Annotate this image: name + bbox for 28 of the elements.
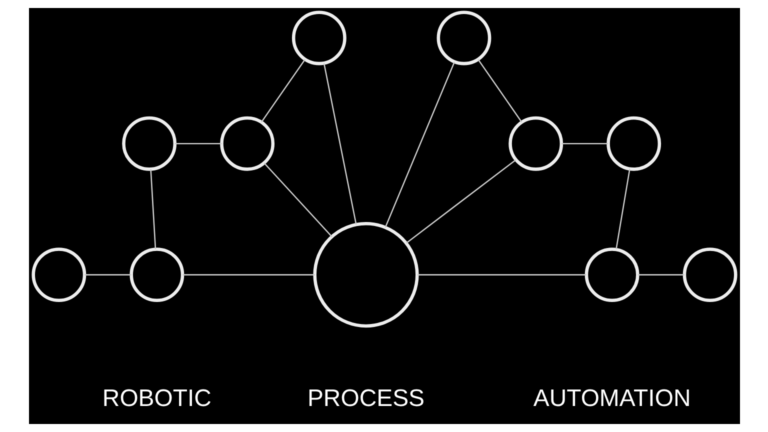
connector xyxy=(150,169,156,250)
connector xyxy=(384,62,455,228)
connector xyxy=(322,63,356,224)
connector xyxy=(637,274,684,276)
connector xyxy=(477,59,522,122)
node-label: ROBOTIC xyxy=(102,385,211,412)
node-circle xyxy=(436,10,491,66)
node-circle xyxy=(508,116,563,171)
connector xyxy=(615,168,630,250)
node-circle xyxy=(682,248,737,302)
node-circle xyxy=(31,248,86,302)
connector xyxy=(406,159,516,244)
node-circle xyxy=(312,222,418,328)
node-circle xyxy=(220,116,274,171)
connector xyxy=(561,142,608,144)
connector xyxy=(174,142,222,144)
connector xyxy=(416,274,586,276)
connector xyxy=(182,274,314,276)
node-circle xyxy=(606,116,661,171)
node-circle xyxy=(122,116,176,171)
connector xyxy=(260,59,306,122)
connector xyxy=(84,274,131,276)
node-circle xyxy=(291,10,346,66)
node-circle xyxy=(129,248,184,302)
node-label: PROCESS xyxy=(306,385,424,412)
node-circle xyxy=(584,248,639,302)
node-label: AUTOMATION xyxy=(532,385,690,412)
connector xyxy=(263,162,332,238)
